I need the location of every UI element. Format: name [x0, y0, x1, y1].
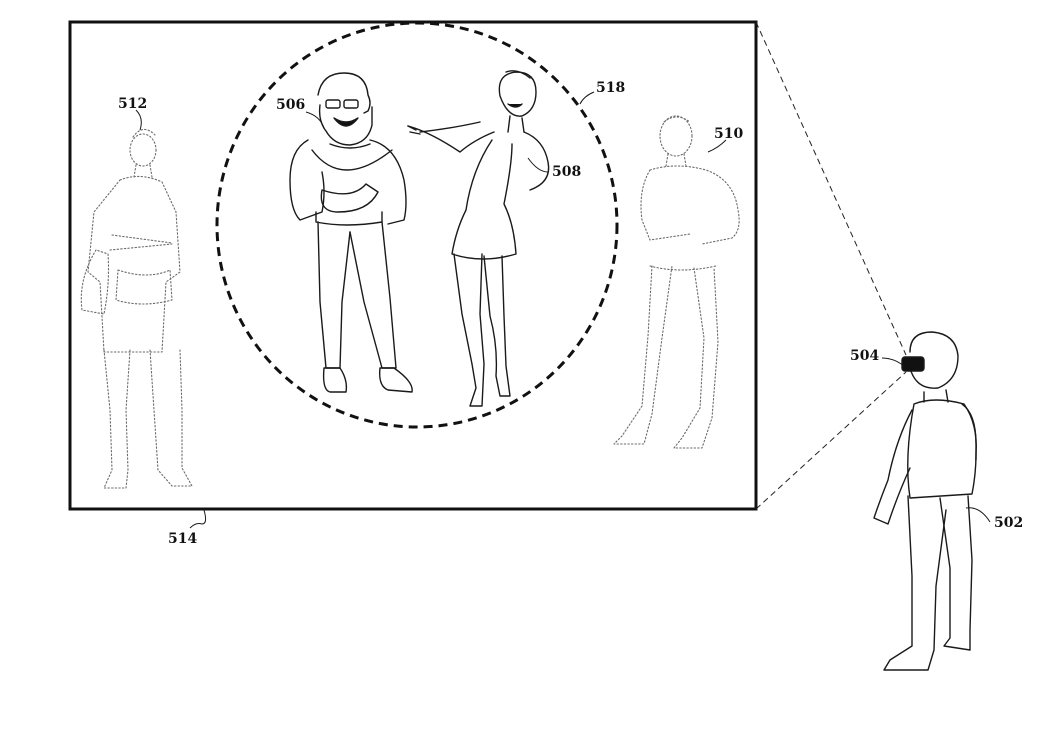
- label-502: 502: [994, 515, 1023, 531]
- leader-518: [579, 91, 595, 105]
- leader-506: [305, 111, 325, 129]
- leader-504: [881, 357, 905, 367]
- label-512: 512: [118, 96, 147, 112]
- label-508: 508: [552, 164, 581, 180]
- viewer-502: [873, 331, 977, 671]
- leader-508: [527, 157, 549, 173]
- person-510: [613, 115, 740, 449]
- projection-line-top: [755, 21, 907, 356]
- person-506: [289, 72, 413, 393]
- label-504: 504: [850, 348, 879, 364]
- projection-line-bottom: [755, 371, 907, 510]
- leader-514: [189, 509, 207, 529]
- label-514: 514: [168, 531, 197, 547]
- leader-510: [707, 139, 727, 153]
- focus-circle-518: [215, 21, 619, 429]
- label-510: 510: [714, 126, 743, 142]
- label-506: 506: [276, 97, 305, 113]
- leader-502: [965, 507, 991, 523]
- view-frame-514: [68, 20, 758, 511]
- leader-512: [135, 109, 142, 131]
- person-512: [80, 128, 193, 489]
- label-518: 518: [596, 80, 625, 96]
- person-508: [407, 70, 550, 407]
